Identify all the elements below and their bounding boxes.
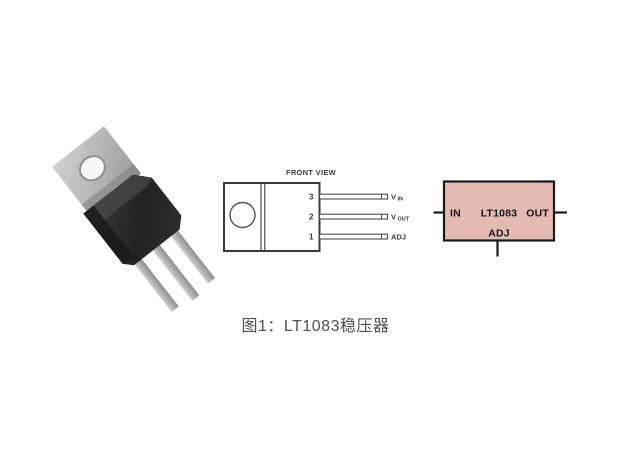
pin-label-subscript: IN <box>398 197 404 203</box>
to220-body-facet <box>83 205 133 264</box>
pin-number: 1 <box>309 233 314 242</box>
front-view-mounting-hole <box>229 201 256 229</box>
to220-leg <box>131 254 179 312</box>
pin-number: 2 <box>309 213 314 222</box>
pin-lead <box>318 233 389 240</box>
pin-lead <box>318 193 389 200</box>
to220-tab-shade <box>81 164 141 215</box>
to220-mounting-hole <box>78 155 106 182</box>
pin-label: V <box>391 192 396 201</box>
front-view-pin-row: 3 V IN <box>309 192 403 202</box>
to220-leg <box>149 240 200 301</box>
pin-label-subscript: OUT <box>398 217 410 223</box>
to220-package-photo <box>52 127 215 312</box>
pin-lead <box>318 213 389 220</box>
block-pin-out: OUT <box>526 208 549 220</box>
figure-caption: 图1：LT1083稳压器 <box>241 318 390 335</box>
front-view-pin-row: 1 ADJ <box>309 232 406 241</box>
pin-label: ADJ <box>391 232 406 241</box>
front-view-pin-row: 2 V OUT <box>309 212 410 222</box>
pin-label: V <box>391 212 396 221</box>
block-pin-adj: ADJ <box>488 228 510 240</box>
block-diagram: IN LT1083 OUT ADJ <box>433 180 567 257</box>
block-box <box>442 180 556 242</box>
front-view-title: FRONT VIEW <box>286 168 337 177</box>
block-pin-in: IN <box>450 208 461 220</box>
to220-body-bevel <box>83 174 152 224</box>
pin-number: 3 <box>309 193 314 202</box>
block-part-number: LT1083 <box>481 208 518 220</box>
to220-leg <box>167 226 215 284</box>
front-view-diagram: FRONT VIEW 3 V IN 2 V OUT <box>223 168 410 252</box>
